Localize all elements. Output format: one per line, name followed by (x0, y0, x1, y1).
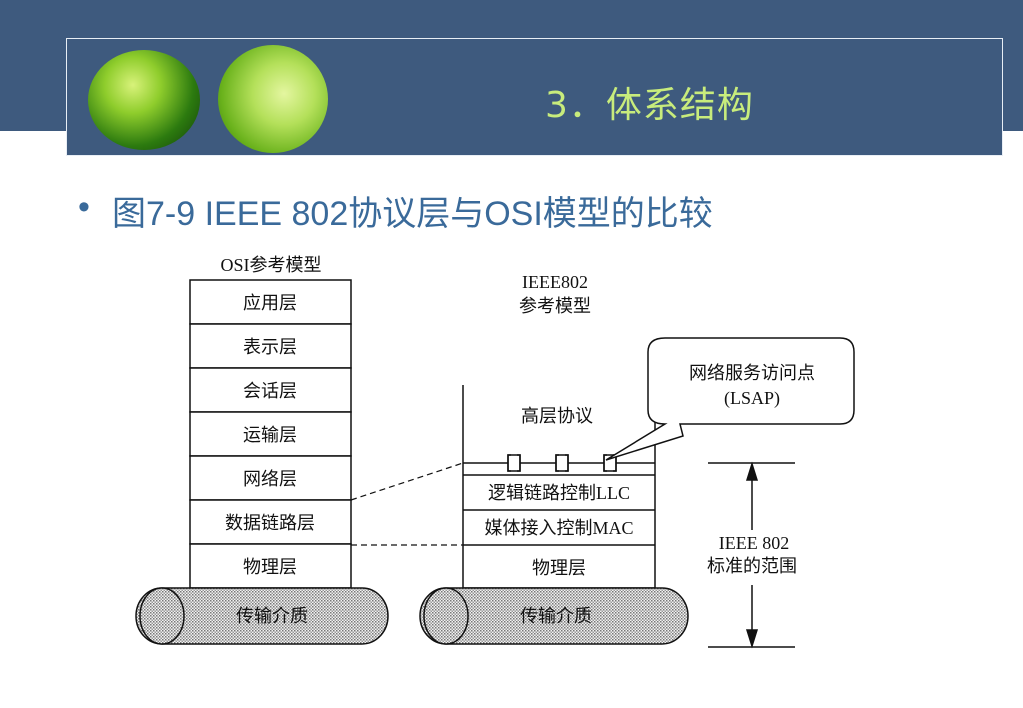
osi-layer-box (189, 367, 352, 413)
sap-bracket (555, 454, 569, 472)
ieee-medium-label: 传输介质 (520, 606, 592, 626)
ieee-phy-label: 物理层 (532, 558, 586, 578)
osi-layer-label: 表示层 (243, 337, 297, 357)
osi-layer-box (189, 499, 352, 545)
osi-layer-label: 运输层 (243, 425, 297, 445)
osi-layer-box (189, 455, 352, 501)
osi-layer-label: 应用层 (243, 293, 297, 313)
leaf-image-right (218, 45, 328, 153)
osi-layer-label: 物理层 (243, 557, 297, 577)
bullet-marker: • (78, 188, 90, 226)
callout-line1: 网络服务访问点 (689, 363, 815, 383)
sap-bracket (507, 454, 521, 472)
ieee-llc-label: 逻辑链路控制LLC (488, 483, 630, 503)
ieee-mac-label: 媒体接入控制MAC (484, 518, 633, 538)
ieee-header-line1: IEEE802 (522, 272, 588, 292)
scope-line1: IEEE 802 (719, 533, 789, 553)
ieee-medium-cylinder (419, 587, 689, 645)
callout-line2: (LSAP) (724, 388, 780, 409)
slide-subtitle: 图7-9 IEEE 802协议层与OSI模型的比较 (112, 195, 713, 233)
scope-line2: 标准的范围 (707, 556, 797, 576)
slide-title: 3．体系结构 (545, 85, 754, 126)
mapping-line-upper (350, 462, 464, 501)
osi-layer-box (189, 279, 352, 325)
scope-indicator (708, 461, 795, 649)
osi-medium-cylinder (135, 587, 389, 645)
osi-layer-label: 数据链路层 (225, 513, 315, 533)
leaf-image-left (88, 50, 200, 150)
osi-medium-label: 传输介质 (236, 606, 308, 626)
ieee-header-line2: 参考模型 (519, 296, 591, 316)
osi-header: OSI参考模型 (220, 255, 321, 275)
osi-layer-label: 会话层 (243, 381, 297, 401)
osi-layer-box (189, 323, 352, 369)
osi-layer-label: 网络层 (243, 469, 297, 489)
ieee-upper-label: 高层协议 (521, 406, 593, 426)
osi-layer-box (189, 543, 352, 589)
lsap-callout (605, 337, 855, 461)
osi-stack (189, 279, 352, 589)
osi-layer-box (189, 411, 352, 457)
